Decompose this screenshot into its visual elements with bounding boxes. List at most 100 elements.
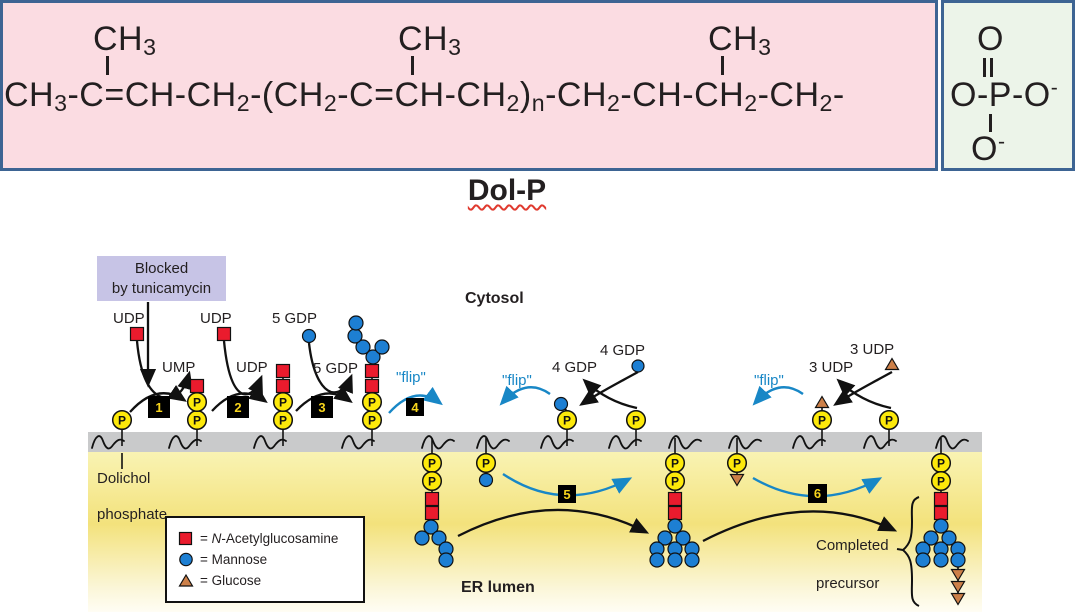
phosphate-icon (811, 409, 833, 431)
phosphate-top-oxygen: O (977, 20, 1004, 58)
glucose-icon (814, 395, 830, 409)
phosphate-symbol: P (118, 413, 126, 427)
phosphate-icon (186, 409, 208, 431)
udp-product-label-2: UDP (236, 359, 268, 376)
phosphate-symbol: P (885, 413, 893, 427)
dolichol-chain-formula: CH3-C=CH-CH2-(CH2-C=CH-CH2)n-CH2-CH-CH2-… (4, 76, 845, 117)
phosphate-icon (186, 391, 208, 413)
legend-box: = N-Acetylglucosamine = Mannose = Glucose (165, 516, 365, 603)
legend-item: = Glucose (178, 573, 363, 588)
glycan-bond-line (371, 356, 374, 372)
completed-label-line1: Completed (816, 537, 889, 554)
ump-product-label: UMP (162, 359, 196, 376)
cytosol-label: Cytosol (465, 290, 524, 307)
methyl-bond-line (106, 56, 109, 75)
phosphate-symbol: P (632, 413, 640, 427)
glycan-bond-line (560, 404, 568, 412)
glucose-icon (884, 357, 900, 371)
step-4-badge: 4 (406, 398, 424, 416)
glcnac-icon (189, 378, 205, 394)
mannose-icon (348, 315, 364, 331)
er-membrane (88, 432, 982, 452)
phosphate-structure-panel (941, 0, 1075, 171)
phosphate-icon (878, 409, 900, 431)
phosphate-symbol: P (368, 395, 376, 409)
glycan-bond-line (354, 335, 364, 348)
glcnac-icon (275, 363, 291, 379)
er-lumen-label: ER lumen (461, 579, 535, 596)
phosphate-main-row: O-P-O- (950, 76, 1059, 114)
dolichol-label-line1: Dolichol (97, 470, 151, 487)
step-5-badge: 5 (558, 485, 576, 503)
phosphate-icon (111, 409, 133, 431)
mannose-icon (553, 396, 569, 412)
gdp-substrate-label-3: 5 GDP (272, 310, 318, 327)
dolichol-label-line2: phosphate (97, 506, 168, 523)
phosphate-bottom-oxygen: O- (971, 130, 1006, 168)
phosphate-symbol: P (279, 413, 287, 427)
reaction-arrow (582, 378, 638, 410)
udp-substrate-label-6: 3 UDP (850, 341, 895, 358)
reaction-arrow (836, 378, 892, 410)
phosphate-symbol: P (193, 395, 201, 409)
flip-label-1: "flip" (396, 369, 426, 386)
mannose-circle-icon (179, 552, 193, 567)
phosphate-symbol: P (279, 395, 287, 409)
phosphate-symbol: P (368, 413, 376, 427)
legend-item: = N-Acetylglucosamine (178, 531, 363, 546)
flip-label-3: "flip" (754, 372, 784, 389)
phosphate-icon (361, 409, 383, 431)
mannose-icon (374, 339, 390, 355)
dol-p-caption: Dol-P (467, 174, 547, 207)
tunicamycin-note-line1: Blocked (134, 259, 189, 277)
step-1-badge: 1 (148, 396, 170, 418)
step-6-badge: 6 (808, 484, 827, 503)
mannose-icon (355, 339, 371, 355)
phosphate-icon (556, 409, 578, 431)
glycan-bond-line (362, 346, 374, 358)
methyl-group-label: CH3 (93, 20, 157, 61)
completed-label-line2: precursor (816, 575, 880, 592)
dolichol-phosphate-label: Dolichol phosphate (97, 470, 167, 524)
phosphate-icon (272, 391, 294, 413)
glucose-triangle-icon (178, 573, 194, 587)
glcnac-icon (216, 326, 232, 342)
flip-label-2: "flip" (502, 372, 532, 389)
mannose-icon (365, 349, 381, 365)
phosphate-symbol: P (563, 413, 571, 427)
udp-product-label-6: 3 UDP (809, 359, 854, 376)
legend-item-label: = N-Acetylglucosamine (200, 531, 339, 546)
legend-item: = Mannose (178, 552, 363, 567)
glycan-bond-line (372, 346, 383, 358)
gdp-product-label-4: 4 GDP (552, 359, 598, 376)
mannose-icon (301, 328, 317, 344)
step-2-badge: 2 (227, 396, 249, 418)
phosphate-icon (361, 391, 383, 413)
methyl-bond-line (721, 56, 724, 75)
tunicamycin-note: Blocked by tunicamycin (97, 256, 226, 301)
glcnac-icon (364, 378, 380, 394)
udp-substrate-label-1: UDP (113, 310, 145, 327)
dolichol-structure-panel (0, 0, 938, 171)
glcnac-icon (364, 363, 380, 379)
completed-precursor-label: Completed precursor (816, 536, 889, 593)
step-3-badge: 3 (311, 396, 333, 418)
tunicamycin-note-line2: by tunicamycin (111, 279, 212, 297)
glcnac-square-icon (178, 531, 193, 546)
phosphate-icon (625, 409, 647, 431)
glcnac-icon (275, 378, 291, 394)
single-bond-line (989, 114, 992, 132)
methyl-group-label: CH3 (398, 20, 462, 61)
udp-substrate-label-2: UDP (200, 310, 232, 327)
phosphate-symbol: P (818, 413, 826, 427)
glcnac-icon (129, 326, 145, 342)
legend-item-label: = Glucose (200, 573, 262, 588)
mannose-icon (347, 328, 363, 344)
glycan-bond-line (354, 322, 357, 337)
methyl-group-label: CH3 (708, 20, 772, 61)
gdp-substrate-label-4: 4 GDP (600, 342, 646, 359)
legend-item-label: = Mannose (200, 552, 268, 567)
mannose-icon (631, 359, 645, 373)
methyl-bond-line (411, 56, 414, 75)
double-bond-line (990, 58, 993, 77)
